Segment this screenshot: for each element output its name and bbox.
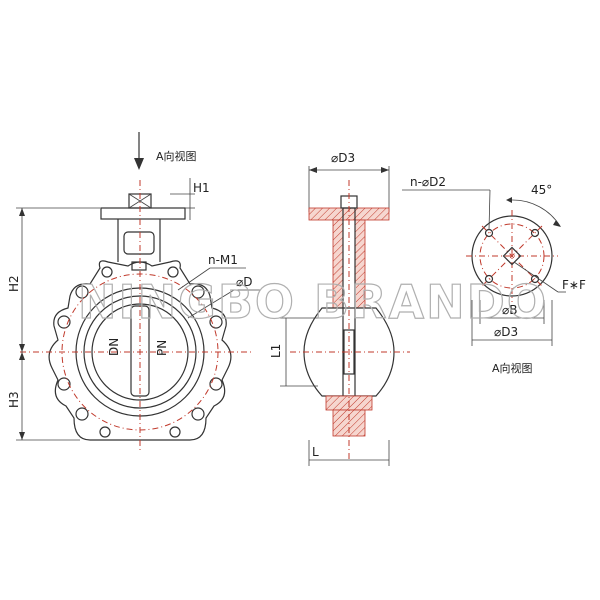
side-body [303,307,395,397]
watermark: NINGBO BRANDO [78,275,548,329]
side-flange-dia-label: ⌀D3 [331,151,355,165]
top-holes-label: n-⌀D2 [410,175,446,189]
dim-h1-label: H1 [193,181,210,195]
neck [117,219,161,262]
disc [91,303,189,401]
dim-h3-label: H3 [7,391,21,408]
diameter-label: ⌀D [236,275,252,289]
top-view-caption: A向视图 [492,361,533,375]
liner [83,295,197,409]
view-arrow [134,132,144,170]
dim-h2-h3: H2 H3 [7,207,100,441]
dim-h1: H1 [170,178,210,220]
top-flange-dia-label: ⌀D3 [494,325,518,339]
lug-body-outline [48,260,232,441]
top-square-drive [502,246,522,266]
view-arrow-label: A向视图 [156,149,197,163]
top-angle-label: 45° [531,183,552,197]
side-offset-label: L1 [269,344,283,358]
top-square-label: F∗F [562,278,586,292]
top-cross-lines [466,210,558,302]
top-view: n-⌀D2 45° F∗F ⌀B ⌀D3 A向视图 [402,175,586,375]
lug-holes [57,266,223,438]
disc-mark-dn: DN [107,338,121,356]
top-mounting-pad [100,207,186,220]
dim-h2-label: H2 [7,275,21,292]
bolt-holes-label: n-M1 [208,253,238,267]
top-bolt-circle-label: ⌀B [502,303,517,317]
disc-mark-pn: PN [155,340,169,356]
front-view: A向视图 [7,132,260,450]
side-length-label: L [312,445,319,459]
side-view: ⌀D3 L1 L [269,151,410,466]
